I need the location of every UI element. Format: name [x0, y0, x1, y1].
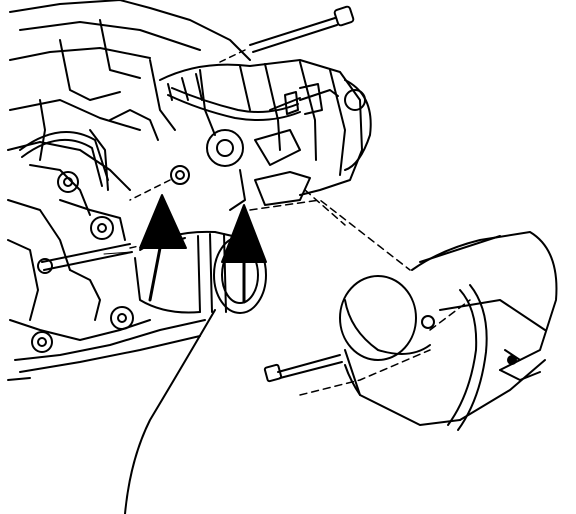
alternator-mounting-bolt [219, 5, 355, 63]
starter-heat-shield [447, 284, 488, 431]
battery-cable [124, 309, 216, 514]
engine-block [7, 0, 251, 381]
direction-arrow-right [221, 204, 267, 304]
oil-dipstick-tube [19, 131, 109, 187]
alternator [159, 59, 372, 211]
direction-arrow-left [139, 194, 187, 302]
starter-motor [339, 231, 558, 426]
heat-shield-bolt [263, 354, 343, 383]
wiring-harness [167, 87, 339, 121]
alignment-lines [249, 189, 471, 396]
mounting-stud [129, 165, 190, 201]
